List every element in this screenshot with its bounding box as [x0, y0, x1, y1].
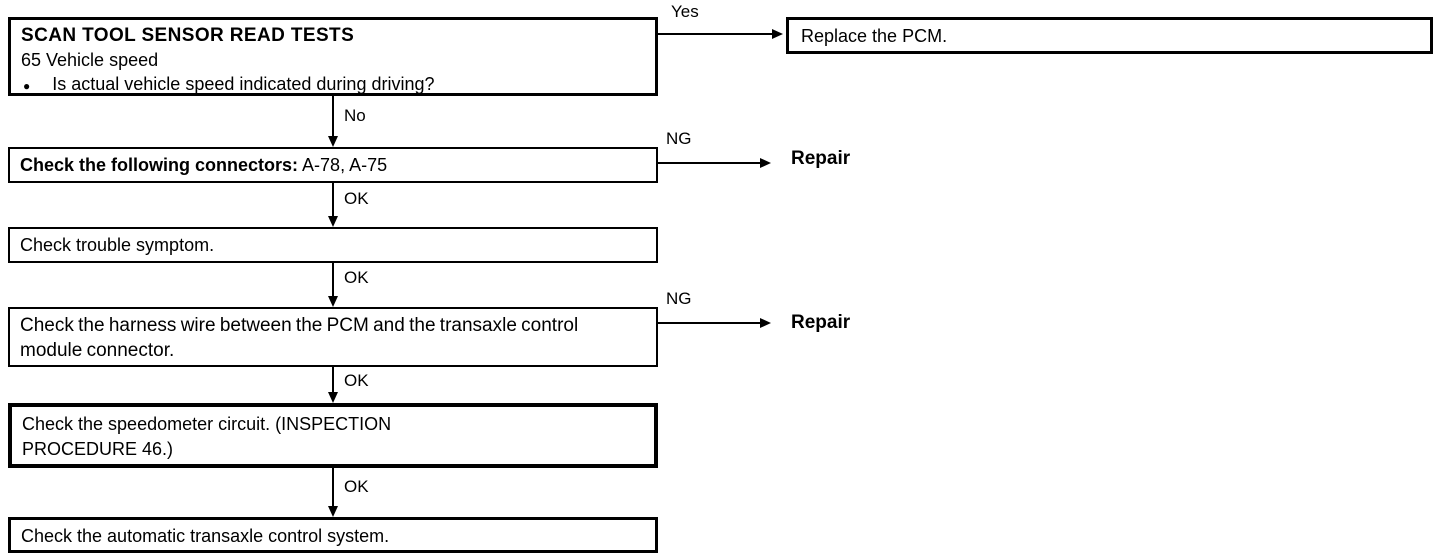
node-check-harness-wire: Check the harness wire between the PCM a…	[8, 307, 658, 367]
repair-label: Repair	[791, 312, 851, 333]
node-check-trouble-symptom: Check trouble symptom.	[8, 227, 658, 263]
node-text-value: A-78, A-75	[302, 155, 388, 175]
arrow-ok-1	[328, 182, 338, 227]
arrow-ng-1	[658, 158, 771, 168]
node-text: Check trouble symptom.	[20, 235, 215, 255]
node-text-line1: Check the speedometer circuit. (INSPECTI…	[22, 414, 392, 434]
arrow-yes	[658, 29, 783, 39]
arrow-no	[328, 95, 338, 147]
node-text: Replace the PCM.	[801, 26, 948, 46]
node-question: Is actual vehicle speed indicated during…	[52, 74, 435, 94]
arrow-ok-4	[328, 467, 338, 517]
node-subtitle: 65 Vehicle speed	[21, 50, 159, 70]
node-scan-tool-sensor-read-tests: SCAN TOOL SENSOR READ TESTS 65 Vehicle s…	[8, 17, 658, 96]
edge-label-ok: OK	[342, 268, 371, 288]
node-text-bold: Check the following connectors:	[20, 155, 299, 175]
arrow-ng-2	[658, 318, 771, 328]
edge-label-yes: Yes	[669, 2, 701, 22]
node-check-speedometer-circuit: Check the speedometer circuit. (INSPECTI…	[8, 403, 658, 468]
node-question-row: ● Is actual vehicle speed indicated duri…	[21, 72, 645, 98]
node-title: SCAN TOOL SENSOR READ TESTS	[21, 25, 355, 46]
node-text: Check the automatic transaxle control sy…	[21, 526, 390, 546]
node-text-line2: PROCEDURE 46.)	[22, 439, 174, 459]
node-check-automatic-transaxle: Check the automatic transaxle control sy…	[8, 517, 658, 553]
bullet-icon: ●	[23, 79, 31, 93]
edge-label-ok: OK	[342, 189, 371, 209]
edge-label-ok: OK	[342, 371, 371, 391]
node-text-line1: Check the harness wire between the PCM a…	[20, 315, 579, 336]
arrow-ok-2	[328, 262, 338, 307]
repair-label: Repair	[791, 148, 851, 169]
edge-label-ng: NG	[664, 129, 694, 149]
edge-label-no: No	[342, 106, 368, 126]
arrow-ok-3	[328, 366, 338, 403]
edge-label-ok: OK	[342, 477, 371, 497]
node-text-line2: module connector.	[20, 340, 175, 361]
node-check-connectors: Check the following connectors: A-78, A-…	[8, 147, 658, 183]
node-replace-pcm: Replace the PCM.	[786, 17, 1433, 54]
edge-label-ng: NG	[664, 289, 694, 309]
